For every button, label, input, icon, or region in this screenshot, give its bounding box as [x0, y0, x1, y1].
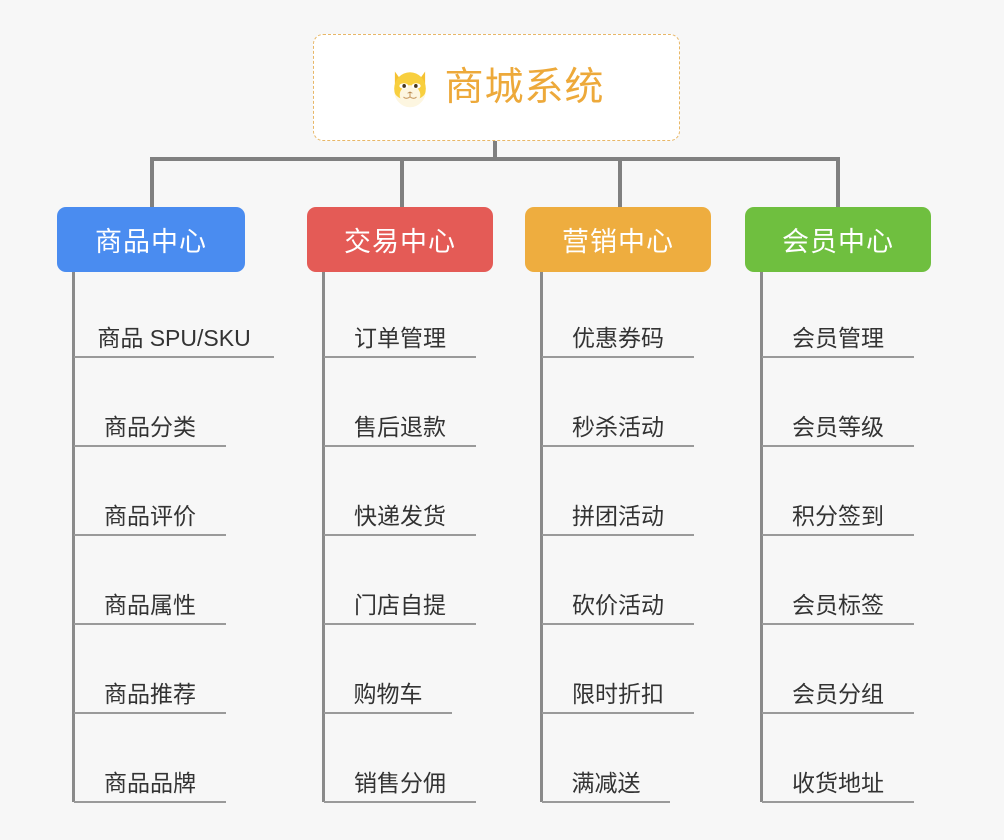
leaf-label: 门店自提 — [354, 592, 446, 619]
category-label-1: 商品中心 — [95, 227, 207, 257]
leaf-label: 商品推荐 — [104, 681, 196, 708]
leaf-item-1-5[interactable]: 商品推荐 — [74, 670, 226, 714]
leaf-item-3-6[interactable]: 满减送 — [542, 759, 670, 803]
category-card-2[interactable]: 交易中心 — [307, 207, 493, 272]
leaf-label: 会员等级 — [792, 414, 884, 441]
leaf-item-3-1[interactable]: 优惠券码 — [542, 314, 694, 358]
leaf-label: 拼团活动 — [572, 503, 664, 530]
leaf-label: 商品 SPU/SKU — [97, 325, 251, 352]
connector-drop-2 — [400, 157, 404, 207]
leaf-item-1-2[interactable]: 商品分类 — [74, 403, 226, 447]
leaf-item-4-2[interactable]: 会员等级 — [762, 403, 914, 447]
leaf-label: 优惠券码 — [572, 325, 664, 352]
leaf-item-2-2[interactable]: 售后退款 — [324, 403, 476, 447]
leaf-item-2-5[interactable]: 购物车 — [324, 670, 452, 714]
connector-horizontal-bus — [150, 157, 840, 161]
leaf-label: 秒杀活动 — [572, 414, 664, 441]
leaf-label: 砍价活动 — [572, 592, 664, 619]
leaf-label: 商品品牌 — [104, 770, 196, 797]
category-label-3: 营销中心 — [562, 227, 674, 257]
leaf-label: 商品属性 — [104, 592, 196, 619]
category-card-1[interactable]: 商品中心 — [57, 207, 245, 272]
column-rail-2 — [322, 272, 325, 802]
connector-drop-4 — [836, 157, 840, 207]
category-card-3[interactable]: 营销中心 — [525, 207, 711, 272]
leaf-label: 商品评价 — [104, 503, 196, 530]
root-node-title: 商城系统 — [444, 66, 605, 109]
leaf-label: 商品分类 — [104, 414, 196, 441]
leaf-item-4-3[interactable]: 积分签到 — [762, 492, 914, 536]
leaf-item-4-4[interactable]: 会员标签 — [762, 581, 914, 625]
leaf-item-2-4[interactable]: 门店自提 — [324, 581, 476, 625]
category-card-4[interactable]: 会员中心 — [745, 207, 931, 272]
leaf-label: 会员管理 — [792, 325, 884, 352]
leaf-label: 售后退款 — [354, 414, 446, 441]
leaf-item-1-6[interactable]: 商品品牌 — [74, 759, 226, 803]
leaf-label: 会员分组 — [792, 681, 884, 708]
column-rail-4 — [760, 272, 763, 802]
leaf-item-4-1[interactable]: 会员管理 — [762, 314, 914, 358]
root-node-shop-system[interactable]: 商城系统 — [313, 34, 680, 141]
leaf-item-3-4[interactable]: 砍价活动 — [542, 581, 694, 625]
connector-drop-1 — [150, 157, 154, 207]
leaf-label: 收货地址 — [792, 770, 884, 797]
leaf-label: 会员标签 — [792, 592, 884, 619]
leaf-item-2-1[interactable]: 订单管理 — [324, 314, 476, 358]
category-label-4: 会员中心 — [782, 227, 894, 257]
leaf-item-4-6[interactable]: 收货地址 — [762, 759, 914, 803]
leaf-label: 满减送 — [571, 770, 641, 797]
column-rail-1 — [72, 272, 75, 802]
leaf-label: 限时折扣 — [572, 681, 664, 708]
leaf-item-2-6[interactable]: 销售分佣 — [324, 759, 476, 803]
leaf-item-4-5[interactable]: 会员分组 — [762, 670, 914, 714]
leaf-item-2-3[interactable]: 快递发货 — [324, 492, 476, 536]
leaf-label: 购物车 — [353, 681, 423, 708]
leaf-item-3-3[interactable]: 拼团活动 — [542, 492, 694, 536]
connector-root-stem — [493, 141, 497, 161]
column-rail-3 — [540, 272, 543, 802]
connector-drop-3 — [618, 157, 622, 207]
leaf-item-1-4[interactable]: 商品属性 — [74, 581, 226, 625]
leaf-item-1-3[interactable]: 商品评价 — [74, 492, 226, 536]
leaf-item-1-1[interactable]: 商品 SPU/SKU — [74, 314, 274, 358]
leaf-label: 快递发货 — [354, 503, 446, 530]
shiba-dog-face-icon — [394, 71, 427, 107]
leaf-item-3-5[interactable]: 限时折扣 — [542, 670, 694, 714]
leaf-label: 销售分佣 — [354, 770, 446, 797]
category-label-2: 交易中心 — [344, 227, 456, 257]
leaf-label: 订单管理 — [354, 325, 446, 352]
leaf-item-3-2[interactable]: 秒杀活动 — [542, 403, 694, 447]
leaf-label: 积分签到 — [792, 503, 884, 530]
